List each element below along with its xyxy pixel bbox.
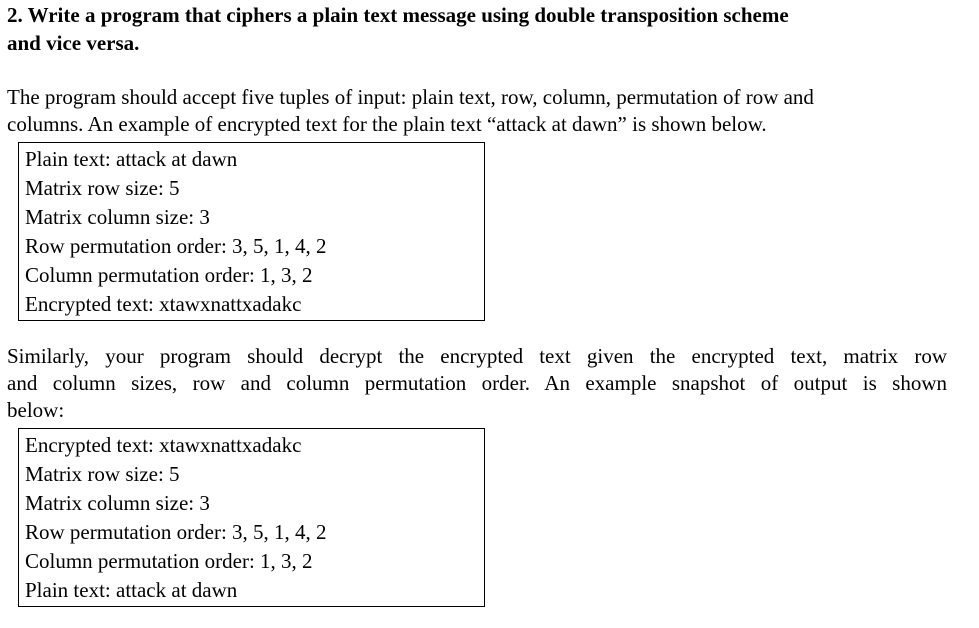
heading-line-2: and vice versa.: [7, 31, 140, 55]
encrypt-encrypted-text-line: Encrypted text: xtawxnattxadakc: [25, 292, 302, 316]
encrypt-example-box: Plain text: attack at dawn Matrix row si…: [18, 142, 485, 321]
encrypt-column-permutation-line: Column permutation order: 1, 3, 2: [25, 263, 313, 287]
decrypt-row-size-line: Matrix row size: 5: [25, 462, 180, 486]
decrypt-plain-text-line: Plain text: attack at dawn: [25, 578, 238, 602]
heading-line-1: 2. Write a program that ciphers a plain …: [7, 3, 789, 27]
decrypt-encrypted-text-line: Encrypted text: xtawxnattxadakc: [25, 433, 302, 457]
decrypt-line-2: and column sizes, row and column permuta…: [7, 371, 947, 395]
decrypt-row-permutation-line: Row permutation order: 3, 5, 1, 4, 2: [25, 520, 327, 544]
encrypt-row-permutation-line: Row permutation order: 3, 5, 1, 4, 2: [25, 234, 327, 258]
intro-line-2: columns. An example of encrypted text fo…: [7, 112, 767, 136]
encrypt-column-size-line: Matrix column size: 3: [25, 205, 210, 229]
encrypt-row-size-line: Matrix row size: 5: [25, 176, 180, 200]
decrypt-line-3: below:: [7, 398, 65, 422]
encrypt-plain-text-line: Plain text: attack at dawn: [25, 147, 238, 171]
intro-paragraph: The program should accept five tuples of…: [7, 84, 947, 138]
decrypt-paragraph: Similarly, your program should decrypt t…: [7, 343, 947, 424]
decrypt-line-1: Similarly, your program should decrypt t…: [7, 344, 947, 368]
question-heading: 2. Write a program that ciphers a plain …: [7, 0, 947, 57]
document-page: 2. Write a program that ciphers a plain …: [7, 0, 947, 607]
intro-line-1: The program should accept five tuples of…: [7, 85, 814, 109]
decrypt-example-box: Encrypted text: xtawxnattxadakc Matrix r…: [18, 428, 485, 607]
decrypt-column-permutation-line: Column permutation order: 1, 3, 2: [25, 549, 313, 573]
decrypt-column-size-line: Matrix column size: 3: [25, 491, 210, 515]
